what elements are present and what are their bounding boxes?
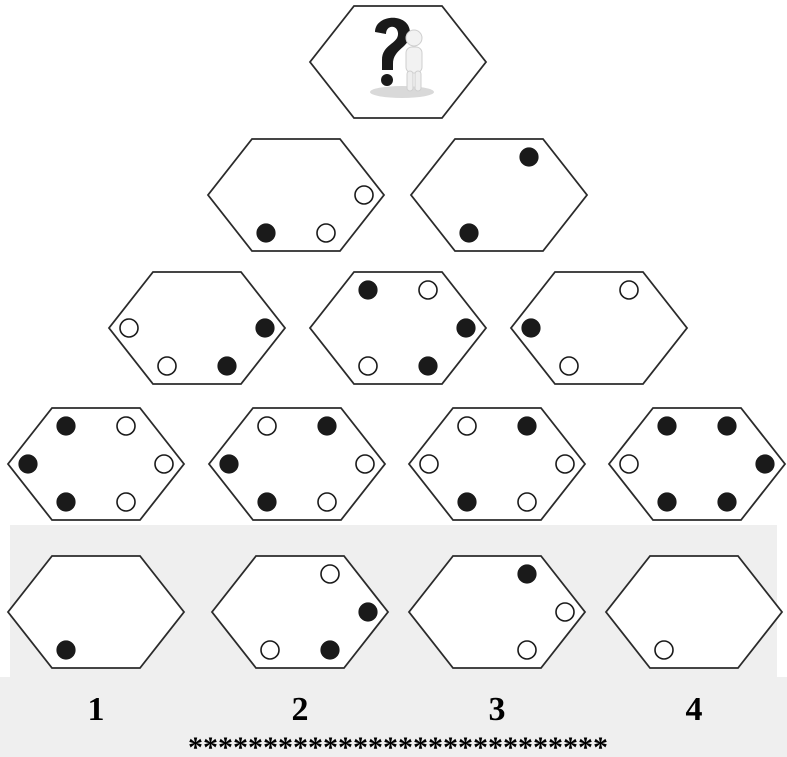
white-dot-top-left — [458, 417, 476, 435]
pyramid-hex-r4-c3 — [409, 408, 585, 520]
white-dot-bottom-right — [317, 224, 335, 242]
black-dot-bottom-right — [718, 493, 736, 511]
black-dot-top-right — [318, 417, 336, 435]
black-dot-left — [220, 455, 238, 473]
option-label-2: 2 — [292, 691, 309, 728]
black-dot-top-right — [518, 417, 536, 435]
white-dot-right — [556, 455, 574, 473]
black-dot-right — [359, 603, 377, 621]
black-dot-bottom-left — [57, 493, 75, 511]
white-dot-right — [356, 455, 374, 473]
white-dot-top-right — [117, 417, 135, 435]
white-dot-left — [120, 319, 138, 337]
option-label-3: 3 — [489, 691, 506, 728]
white-dot-right — [556, 603, 574, 621]
option-label-4: 4 — [686, 691, 703, 728]
white-dot-top-right — [620, 281, 638, 299]
black-dot-right — [256, 319, 274, 337]
black-dot-bottom-left — [57, 641, 75, 659]
white-dot-top-left — [258, 417, 276, 435]
white-dot-bottom-right — [518, 493, 536, 511]
black-dot-top-left — [658, 417, 676, 435]
white-dot-bottom-left — [261, 641, 279, 659]
pyramid-hex-r4-c4 — [609, 408, 785, 520]
white-dot-bottom-right — [318, 493, 336, 511]
black-dot-left — [19, 455, 37, 473]
pyramid-hex-r2-c1 — [208, 139, 384, 251]
pyramid — [8, 6, 785, 520]
white-dot-top-right — [419, 281, 437, 299]
option-label-1: 1 — [88, 691, 105, 728]
white-dot-left — [620, 455, 638, 473]
white-dot-bottom-left — [560, 357, 578, 375]
pyramid-hex-r3-c2 — [310, 272, 486, 384]
black-dot-bottom-right — [419, 357, 437, 375]
black-dot-right — [457, 319, 475, 337]
black-dot-top-right — [518, 565, 536, 583]
black-dot-bottom-left — [658, 493, 676, 511]
black-dot-bottom-right — [218, 357, 236, 375]
white-dot-right — [355, 186, 373, 204]
pyramid-hex-r3-c1 — [109, 272, 285, 384]
pyramid-hex-r3-c3 — [511, 272, 687, 384]
black-dot-bottom-left — [458, 493, 476, 511]
white-dot-left — [420, 455, 438, 473]
hexagon-outline — [411, 139, 587, 251]
white-dot-top-right — [321, 565, 339, 583]
black-dot-bottom-left — [257, 224, 275, 242]
footer-stars: **************************** — [188, 731, 608, 757]
black-dot-bottom-left — [460, 224, 478, 242]
black-dot-top-right — [718, 417, 736, 435]
black-dot-bottom-right — [321, 641, 339, 659]
white-dot-bottom-left — [359, 357, 377, 375]
white-dot-bottom-left — [655, 641, 673, 659]
pyramid-hex-r4-c2 — [209, 408, 385, 520]
black-dot-top-left — [359, 281, 377, 299]
white-dot-bottom-right — [117, 493, 135, 511]
black-dot-bottom-left — [258, 493, 276, 511]
black-dot-left — [522, 319, 540, 337]
white-dot-bottom-left — [158, 357, 176, 375]
pyramid-hex-r2-c2 — [411, 139, 587, 251]
pyramid-hex-r4-c1 — [8, 408, 184, 520]
white-dot-right — [155, 455, 173, 473]
pyramid-hex-r1-c1 — [310, 6, 486, 118]
black-dot-top-left — [57, 417, 75, 435]
black-dot-right — [756, 455, 774, 473]
white-dot-bottom-right — [518, 641, 536, 659]
black-dot-top-right — [520, 148, 538, 166]
